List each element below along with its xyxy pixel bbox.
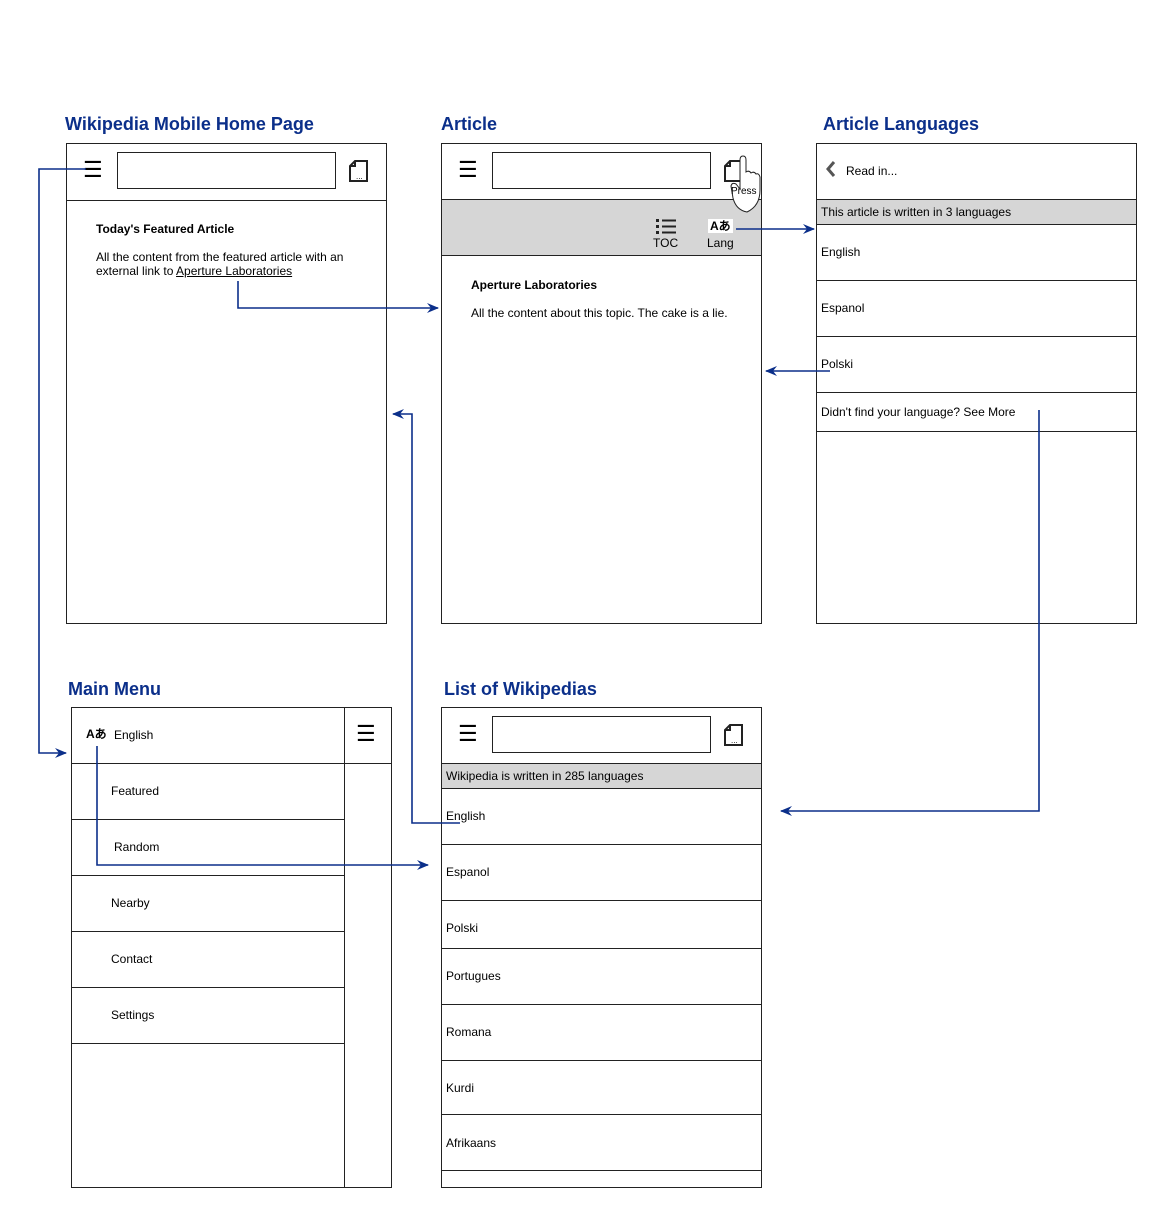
list-hamburger-icon[interactable]: ☰ [458, 721, 478, 746]
main-menu-side-divider [344, 707, 345, 1188]
home-search-input[interactable] [117, 152, 336, 189]
article-languages-banner: This article is written in 3 languages [821, 205, 1012, 219]
article-header-divider [441, 199, 762, 200]
lang-label[interactable]: Lang [707, 236, 734, 250]
home-page-frame [66, 143, 387, 624]
list-banner: Wikipedia is written in 285 languages [446, 769, 644, 783]
wikipedia-language-item[interactable]: Afrikaans [446, 1136, 497, 1150]
al-divider-1 [816, 224, 1137, 225]
wikipedia-language-item[interactable]: Kurdi [446, 1081, 475, 1095]
main-menu-hamburger-icon[interactable]: ☰ [356, 721, 376, 746]
lw-divider-8 [441, 1170, 762, 1171]
article-search-input[interactable] [492, 152, 711, 189]
featured-article-body-line1: All the content from the featured articl… [96, 250, 344, 264]
main-menu-translate-icon: Aあ [86, 727, 107, 741]
mm-divider-5 [71, 1043, 345, 1044]
wikipedia-language-item[interactable]: Romana [446, 1025, 492, 1039]
home-header-divider [66, 200, 387, 201]
press-label: Press [731, 186, 757, 197]
wikipedia-language-item[interactable]: Portugues [446, 969, 501, 983]
menu-item-featured[interactable]: Featured [111, 784, 160, 798]
toc-list-icon[interactable] [656, 218, 676, 236]
home-hamburger-icon[interactable]: ☰ [83, 157, 103, 182]
mm-divider-2 [71, 875, 345, 876]
see-more-link[interactable]: Didn't find your language? See More [821, 405, 1016, 419]
lw-divider-6 [441, 1060, 762, 1061]
article-body: All the content about this topic. The ca… [471, 306, 728, 320]
article-languages-banner-bg [817, 200, 1136, 224]
mm-divider-0 [71, 763, 392, 764]
al-divider-3 [816, 336, 1137, 337]
lw-divider-1 [441, 788, 762, 789]
lw-divider-0 [441, 763, 762, 764]
featured-article-body-line2: external link to Aperture Laboratories [96, 264, 292, 278]
lw-divider-2 [441, 844, 762, 845]
list-page-icon[interactable]: ... [724, 724, 744, 746]
home-page-icon[interactable]: ... [349, 160, 369, 182]
read-in-back-button[interactable]: Read in... [846, 164, 898, 178]
mm-divider-4 [71, 987, 345, 988]
article-toolbar-divider [441, 255, 762, 256]
list-banner-bg [442, 764, 761, 788]
lw-divider-4 [441, 948, 762, 949]
menu-item-nearby[interactable]: Nearby [111, 896, 150, 910]
article-heading: Aperture Laboratories [471, 278, 598, 292]
al-divider-4 [816, 392, 1137, 393]
menu-item-settings[interactable]: Settings [111, 1008, 155, 1022]
article-language-item[interactable]: Polski [821, 357, 854, 371]
main-menu-language[interactable]: English [114, 728, 154, 742]
menu-item-contact[interactable]: Contact [111, 952, 153, 966]
svg-text:...: ... [356, 172, 363, 181]
lw-divider-5 [441, 1004, 762, 1005]
toc-label[interactable]: TOC [653, 236, 679, 250]
aperture-laboratories-link[interactable]: Aperture Laboratories [176, 264, 293, 278]
press-hand-icon [730, 155, 761, 213]
lw-divider-3 [441, 900, 762, 901]
mm-divider-1 [71, 819, 345, 820]
wikipedia-language-item[interactable]: Polski [446, 921, 479, 935]
list-of-wikipedias-title: List of Wikipedias [444, 679, 597, 699]
lw-divider-7 [441, 1114, 762, 1115]
featured-article-heading: Today's Featured Article [96, 222, 235, 236]
al-divider-5 [816, 431, 1137, 432]
article-languages-title: Article Languages [823, 114, 980, 134]
article-toolbar [442, 200, 761, 255]
article-language-item[interactable]: Espanol [821, 301, 865, 315]
lang-translate-icon[interactable]: Aあ [708, 219, 733, 233]
main-menu-title: Main Menu [68, 679, 161, 699]
home-page-title: Wikipedia Mobile Home Page [65, 114, 314, 134]
al-divider-2 [816, 280, 1137, 281]
chevron-left-icon[interactable] [826, 161, 836, 177]
wikipedia-language-item[interactable]: Espanol [446, 865, 490, 879]
mm-divider-3 [71, 931, 345, 932]
al-divider-0 [816, 199, 1137, 200]
wikipedia-language-item[interactable]: English [446, 809, 486, 823]
list-search-input[interactable] [492, 716, 711, 753]
article-language-item[interactable]: English [821, 245, 861, 259]
featured-article-body-prefix: external link to [96, 264, 177, 278]
article-hamburger-icon[interactable]: ☰ [458, 157, 478, 182]
svg-text:...: ... [731, 736, 738, 745]
menu-item-random[interactable]: Random [114, 840, 160, 854]
article-title: Article [441, 114, 498, 134]
